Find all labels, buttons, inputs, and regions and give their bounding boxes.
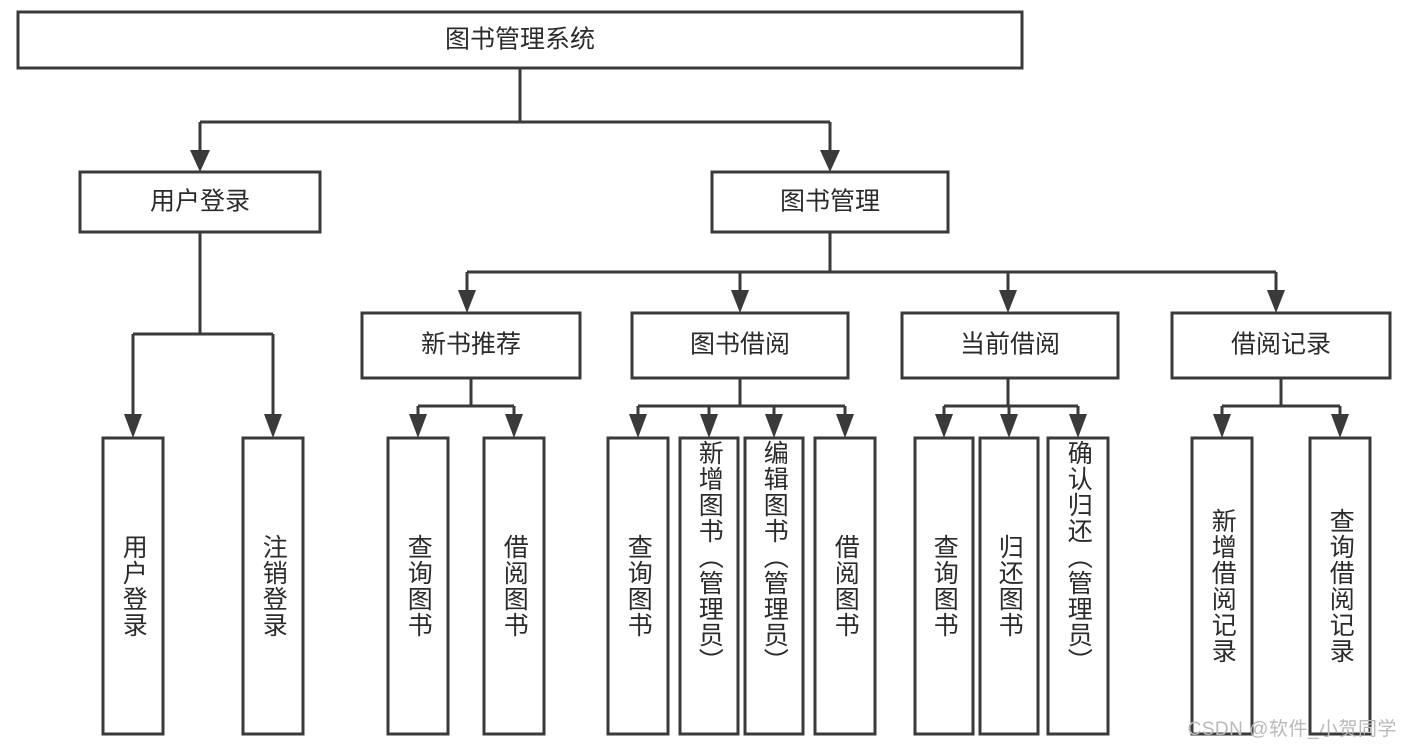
leaf-box-borrow-record-2[interactable] (1308, 436, 1372, 736)
connector-group-current-borrow (935, 378, 1087, 438)
arrowhead-leaf-book-borrow-4 (836, 414, 854, 438)
connector-group-book-mgmt (458, 232, 1285, 313)
node-label-book-borrow: 图书借阅 (690, 331, 790, 359)
node-label-book-management: 图书管理 (780, 188, 880, 216)
connector-group-borrow-record (1213, 378, 1349, 438)
arrowhead-leaf-borrow-record-2 (1331, 414, 1349, 438)
connector-group-user-login (124, 232, 282, 438)
node-box-user-login[interactable] (78, 170, 322, 234)
arrowhead-book-borrow (731, 290, 749, 313)
leaf-box-book-borrow-3[interactable] (743, 436, 805, 736)
leaf-box-current-borrow-3[interactable] (1046, 436, 1110, 736)
leaf-box-book-borrow-1[interactable] (606, 436, 670, 736)
leaf-box-user-login-1[interactable] (101, 436, 165, 736)
node-box-borrow-record[interactable] (1170, 311, 1392, 380)
arrowhead-borrow-record (1267, 290, 1285, 313)
leaf-box-new-book-1[interactable] (386, 436, 450, 736)
connector-group-book-borrow (629, 378, 854, 438)
arrowhead-leaf-current-borrow-1 (935, 414, 953, 438)
arrowhead-leaf-book-borrow-2 (700, 414, 718, 438)
arrowhead-leaf-user-login-2 (264, 414, 282, 438)
leaf-box-borrow-record-1[interactable] (1190, 436, 1254, 736)
arrowhead-leaf-user-login-1 (124, 414, 142, 438)
node-label-user-login: 用户登录 (150, 188, 250, 216)
arrowhead-leaf-current-borrow-3 (1069, 414, 1087, 438)
leaf-box-book-borrow-2[interactable] (678, 436, 740, 736)
arrowhead-leaf-book-borrow-3 (765, 414, 783, 438)
arrowhead-leaf-new-book-1 (409, 414, 427, 438)
arrowhead-user-login (190, 150, 210, 172)
node-box-current-borrow[interactable] (900, 311, 1120, 380)
node-box-new-book-recommend[interactable] (360, 311, 582, 380)
arrowhead-current-borrow (999, 290, 1017, 313)
arrowhead-new-book (458, 290, 476, 313)
node-box-book-borrow[interactable] (630, 311, 850, 380)
leaf-box-new-book-2[interactable] (482, 436, 546, 736)
node-box-book-management[interactable] (710, 170, 950, 234)
node-label-borrow-record: 借阅记录 (1231, 331, 1331, 359)
node-label-new-book-recommend: 新书推荐 (421, 331, 521, 359)
arrowhead-leaf-borrow-record-1 (1213, 414, 1231, 438)
leaf-box-current-borrow-2[interactable] (978, 436, 1040, 736)
arrowhead-leaf-book-borrow-1 (629, 414, 647, 438)
node-box-root[interactable] (16, 10, 1024, 70)
arrowhead-book-mgmt (820, 150, 840, 172)
node-label-current-borrow: 当前借阅 (960, 331, 1060, 359)
leaf-box-user-login-2[interactable] (241, 436, 305, 736)
connector-group-new-book-recommend (409, 378, 523, 438)
leaf-box-current-borrow-1[interactable] (913, 436, 975, 736)
node-label-root: 图书管理系统 (445, 26, 595, 54)
arrowhead-leaf-new-book-2 (505, 414, 523, 438)
arrowhead-leaf-current-borrow-2 (1000, 414, 1018, 438)
leaf-box-book-borrow-4[interactable] (813, 436, 877, 736)
connector-group-root (190, 68, 840, 172)
